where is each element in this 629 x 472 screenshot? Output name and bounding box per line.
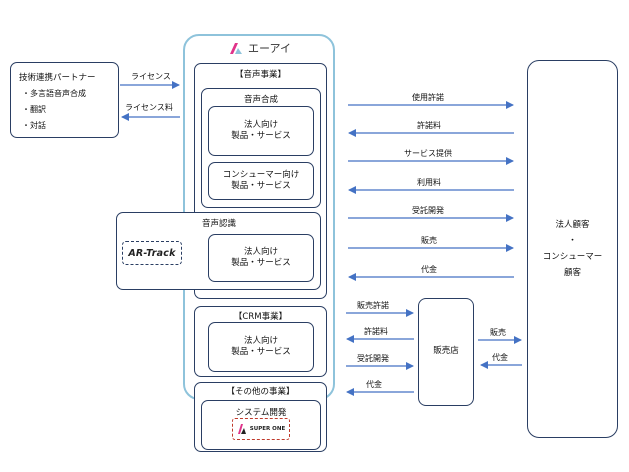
super-one-logo-icon	[237, 424, 246, 434]
customer-box: 法人顧客 ・ コンシューマー 顧客	[527, 60, 618, 438]
synthesis-corporate-line2: 製品・サービス	[231, 131, 291, 141]
dealer-flow-label-contract-dev: 受託開発	[357, 354, 389, 363]
voice-business-title: 【音声事業】	[234, 70, 286, 80]
customer-line2: ・	[568, 235, 577, 246]
dealer-box: 販売店	[418, 298, 474, 406]
customer-line4: 顧客	[563, 268, 581, 279]
recognition-corporate-line1: 法人向け	[243, 246, 278, 257]
crm-corporate-line1: 法人向け	[243, 335, 278, 346]
dealer-right-label-payment: 代金	[492, 353, 508, 362]
dealer-name: 販売店	[433, 346, 459, 357]
flow-label-sales: 販売	[421, 236, 437, 245]
synthesis-consumer-box: コンシューマー向け 製品・サービス	[208, 162, 314, 200]
flow-label-contract-dev: 受託開発	[412, 206, 444, 215]
super-one-logo-text: SUPER ONE	[249, 426, 286, 432]
system-dev-box: システム開発	[201, 400, 321, 450]
super-one-logo: SUPER ONE	[232, 418, 290, 440]
company-name: エーアイ	[248, 42, 292, 55]
flow-label-service: サービス提供	[404, 149, 452, 158]
recognition-corporate-line2: 製品・サービス	[231, 258, 291, 268]
synthesis-corporate-line1: 法人向け	[243, 119, 278, 130]
company-logo-icon	[230, 42, 242, 54]
partner-item-1: ・多言語音声合成	[22, 89, 86, 98]
crm-corporate-line2: 製品・サービス	[231, 347, 291, 357]
partner-title: 技術連携パートナー	[19, 73, 96, 83]
partner-item-2: ・翻訳	[22, 105, 46, 114]
dealer-right-label-sales: 販売	[490, 328, 506, 337]
partner-item-3: ・対話	[22, 121, 46, 130]
ar-track-logo-text: AR-Track	[128, 247, 176, 259]
customer-line3: コンシューマー	[542, 252, 603, 262]
customer-line1: 法人顧客	[555, 219, 590, 230]
dealer-flow-label-permission-fee: 許諾料	[364, 327, 388, 336]
company-header: エーアイ	[229, 40, 291, 56]
flow-label-payment: 代金	[421, 265, 437, 274]
synthesis-consumer-line2: 製品・サービス	[231, 181, 291, 191]
license-label: ライセンス	[131, 72, 171, 81]
system-dev-title: システム開発	[235, 408, 287, 418]
synthesis-title: 音声合成	[243, 95, 278, 105]
dealer-flow-label-sales-permission: 販売許諾	[357, 301, 389, 310]
recognition-corporate-box: 法人向け 製品・サービス	[208, 234, 314, 282]
ar-track-logo: AR-Track	[122, 241, 182, 265]
synthesis-consumer-line1: コンシューマー向け	[222, 169, 300, 180]
license-fee-label: ライセンス料	[125, 103, 173, 112]
dealer-flow-label-payment: 代金	[366, 380, 382, 389]
flow-label-usage-permission: 使用許諾	[412, 93, 444, 102]
synthesis-corporate-box: 法人向け 製品・サービス	[208, 106, 314, 156]
other-business-title: 【その他の事業】	[226, 387, 295, 397]
flow-label-permission-fee: 許諾料	[417, 121, 441, 130]
recognition-title: 音声認識	[202, 219, 237, 229]
partner-box: 技術連携パートナー ・多言語音声合成 ・翻訳 ・対話	[10, 62, 119, 138]
flow-label-usage-fee: 利用料	[417, 178, 441, 187]
crm-corporate-box: 法人向け 製品・サービス	[208, 322, 314, 372]
crm-business-title: 【CRM事業】	[233, 312, 288, 322]
